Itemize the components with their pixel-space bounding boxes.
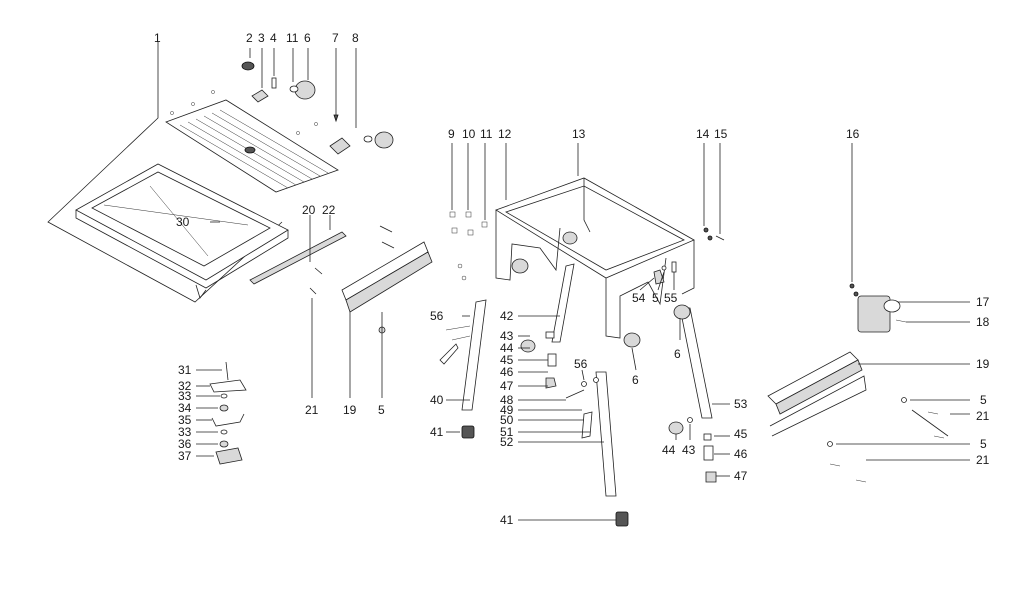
callout-46: 46: [500, 365, 514, 379]
callout-16: 16: [846, 127, 860, 141]
callout-11: 11: [286, 31, 299, 45]
foot-41b: [615, 511, 629, 527]
callout-6: 6: [304, 31, 311, 45]
callout-19: 19: [343, 403, 357, 417]
callout-6b: 6: [674, 347, 681, 361]
leg-40: [461, 299, 487, 411]
callout-21: 21: [305, 403, 319, 417]
switch-box: [857, 295, 891, 333]
callout-13: 13: [572, 127, 586, 141]
callout-44b: 44: [662, 443, 676, 457]
table-top-plate: [165, 99, 339, 193]
clamp-part: [251, 89, 269, 103]
callout-52: 52: [500, 435, 514, 449]
leg-53: [679, 307, 713, 419]
callout-50: 50: [500, 413, 514, 427]
callout-7: 7: [332, 31, 339, 45]
callout-21b: 21: [976, 409, 990, 423]
leader-lines: [210, 221, 730, 521]
callout-31: 31: [178, 363, 192, 377]
callout-34: 34: [178, 401, 192, 415]
callout-21c: 21: [976, 453, 990, 467]
callout-33: 33: [178, 389, 192, 403]
callout-12: 12: [498, 127, 512, 141]
callout-42: 42: [500, 309, 514, 323]
callout-labels: 1 2 3 4 11 6 7 8 9 10 11 12 13 14 15 16 …: [154, 31, 990, 527]
wheel-part: [623, 332, 641, 348]
callout-53: 53: [734, 397, 748, 411]
callout-18: 18: [976, 315, 990, 329]
callout-47b: 47: [734, 469, 748, 483]
callout-37: 37: [178, 449, 192, 463]
callout-32: 32: [178, 379, 192, 393]
rail-part: [249, 231, 347, 285]
callout-8: 8: [352, 31, 359, 45]
callout-49: 49: [500, 403, 514, 417]
callout-9: 9: [448, 127, 455, 141]
callout-41: 41: [430, 425, 444, 439]
callout-56: 56: [430, 309, 444, 323]
callout-54: 54: [632, 291, 646, 305]
callout-11b: 11: [480, 127, 493, 141]
callout-55: 55: [664, 291, 678, 305]
foot-41a: [461, 425, 475, 439]
callout-46b: 46: [734, 447, 748, 461]
callout-14: 14: [696, 127, 710, 141]
clamp-assembly-group: [196, 361, 247, 465]
callout-43b: 43: [682, 443, 696, 457]
callout-48: 48: [500, 393, 514, 407]
callout-22: 22: [322, 203, 336, 217]
switch-and-bracket-group: [767, 143, 970, 483]
callout-20: 20: [302, 203, 316, 217]
callout-41b: 41: [500, 513, 514, 527]
callout-6c: 6: [632, 373, 639, 387]
callout-2: 2: [246, 31, 253, 45]
callout-51: 51: [500, 425, 514, 439]
callout-5: 5: [378, 403, 385, 417]
callout-33b: 33: [178, 425, 192, 439]
stand-frame-group: [439, 143, 725, 527]
callout-5d: 5: [980, 437, 987, 451]
callout-3: 3: [258, 31, 265, 45]
callout-1: 1: [154, 31, 161, 45]
callout-5b: 5: [652, 291, 659, 305]
callout-40: 40: [430, 393, 444, 407]
callout-44: 44: [500, 341, 514, 355]
callout-10: 10: [462, 127, 476, 141]
callout-47: 47: [500, 379, 514, 393]
callout-56b: 56: [574, 357, 588, 371]
callout-15: 15: [714, 127, 728, 141]
callout-36: 36: [178, 437, 192, 451]
knob-part: [241, 61, 255, 71]
callout-45: 45: [500, 353, 514, 367]
callout-5c: 5: [980, 393, 987, 407]
callout-43: 43: [500, 329, 514, 343]
callout-45b: 45: [734, 427, 748, 441]
callout-4: 4: [270, 31, 277, 45]
callout-30: 30: [176, 215, 190, 229]
table-top-group: [47, 42, 433, 398]
leg-52: [595, 371, 617, 497]
leg-42: [551, 263, 575, 343]
callout-19b: 19: [976, 357, 990, 371]
callout-35: 35: [178, 413, 192, 427]
callout-17: 17: [976, 295, 990, 309]
